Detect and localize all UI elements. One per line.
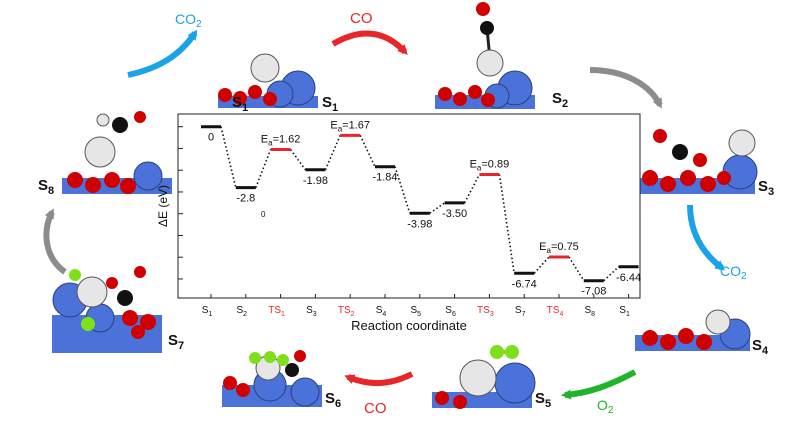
energy-levels (201, 125, 639, 283)
structure-s8 (62, 111, 172, 194)
x-axis-label: Reaction coordinate (351, 318, 467, 333)
energy-value-label: -3.98 (407, 218, 432, 230)
energy-value-label: -7.08 (581, 286, 606, 298)
energy-value-label: -1.98 (303, 175, 328, 187)
level-connector (603, 266, 620, 282)
level-connectors (220, 126, 620, 282)
co-adsorb-arrow-top (331, 30, 408, 55)
structure-s2 (435, 2, 535, 109)
x-category-label: TS1 (268, 305, 285, 318)
energy-value-label: -6.44 (616, 272, 641, 284)
structure-s7 (52, 266, 162, 353)
structure-s5 (432, 345, 536, 409)
co2-release-arrow-right (687, 204, 726, 271)
x-category-label: S7 (515, 305, 526, 318)
x-category-label: S1 (619, 305, 630, 318)
o2-adsorb-arrow (561, 369, 637, 400)
x-category-label: S4 (376, 305, 387, 318)
step-arrow-s7-s8 (43, 208, 67, 275)
energy-profile-chart: 0 -2.8 -1.98 -1.84 -3.98 -3.50 -6.74 -7.08 -6.44… (156, 113, 641, 333)
energy-value-label: -6.74 (512, 278, 537, 290)
level-connector (568, 256, 585, 282)
structure-s1 (218, 53, 318, 108)
energy-value-label: 0 (208, 132, 214, 144)
structure-s6 (222, 350, 322, 407)
x-category-label: S8 (585, 305, 596, 318)
level-connector (498, 174, 515, 274)
energy-value-label: -2.8 (236, 193, 255, 205)
x-category-label: TS3 (477, 305, 494, 318)
level-connector (289, 149, 307, 171)
barrier-label: Ea=1.62 (261, 134, 301, 148)
state-label-s6: S6 (325, 390, 341, 410)
structure-s4 (635, 309, 751, 351)
x-category-label: TS4 (547, 305, 564, 318)
level-connector (359, 135, 376, 168)
co-label-bottom: CO (364, 400, 387, 417)
barrier-label: Ea=1.67 (330, 119, 370, 133)
level-connector (220, 126, 237, 188)
stray-zero-label: 0 (261, 210, 266, 219)
level-connector (429, 202, 446, 214)
level-connector (255, 149, 272, 188)
x-category-label: TS2 (338, 305, 355, 318)
co2-label-top: CO2 (175, 11, 202, 30)
x-category-label: S5 (411, 305, 422, 318)
state-label-s8: S8 (38, 177, 54, 197)
level-connector (463, 174, 481, 204)
barrier-label: Ea=0.89 (470, 159, 510, 173)
state-label-s2: S2 (552, 90, 568, 110)
co-label-top: CO (350, 10, 373, 27)
x-category-labels: S1 S2 TS1 S3 TS2 S4 S5 S6 TS3 S7 TS4 S8 S1 (202, 305, 630, 318)
state-label-s7: S7 (168, 332, 184, 352)
x-axis-ticks (210, 294, 630, 298)
co2-release-arrow-top (127, 29, 198, 78)
step-arrow-s2-s3 (589, 67, 663, 109)
o2-label: O2 (597, 397, 614, 416)
barrier-label: Ea=0.75 (539, 241, 579, 255)
co-adsorb-arrow-bottom (344, 371, 414, 387)
energy-value-labels: 0 -2.8 -1.98 -1.84 -3.98 -3.50 -6.74 -7.08 -6.44 (208, 132, 641, 298)
x-category-label: S1 (202, 305, 213, 318)
state-label-s1-overlay: S1 (232, 94, 248, 114)
state-label-s3: S3 (758, 178, 774, 198)
energy-value-label: -3.50 (442, 208, 467, 220)
plot-frame (177, 113, 641, 299)
y-axis-label: ΔE (eV) (156, 185, 170, 227)
x-category-label: S2 (237, 305, 248, 318)
x-category-label: S6 (445, 305, 456, 318)
energy-value-label: -1.84 (372, 172, 397, 184)
co2-label-right: CO2 (720, 263, 747, 282)
x-category-label: S3 (306, 305, 317, 318)
structure-s3 (635, 129, 758, 194)
state-label-s1: S1 (322, 94, 338, 114)
state-label-s4: S4 (752, 337, 769, 357)
level-connector (394, 166, 411, 214)
y-axis-ticks (178, 126, 183, 280)
state-label-s5: S5 (535, 390, 551, 410)
